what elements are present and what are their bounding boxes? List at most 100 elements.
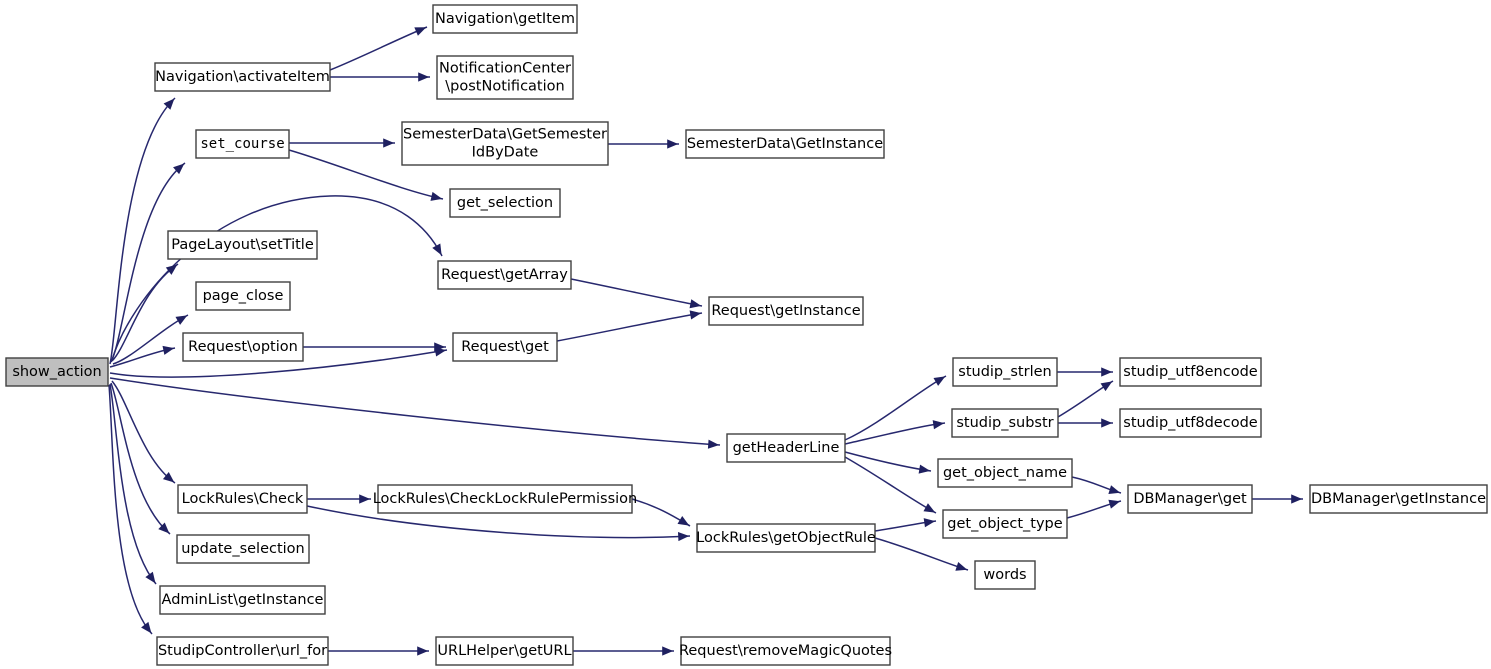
node-page_close[interactable]: page_close	[195, 281, 291, 311]
node-set_course[interactable]: set_course	[195, 129, 290, 159]
node-box[interactable]	[1309, 484, 1488, 514]
call-edge	[288, 149, 444, 201]
node-box[interactable]	[5, 357, 109, 387]
arrowhead-icon	[1101, 418, 1113, 428]
call-edge	[608, 139, 679, 149]
arrowhead-icon	[430, 191, 443, 201]
node-lockrules_check[interactable]: LockRules\Check	[177, 484, 308, 514]
node-studip_substr[interactable]: studip_substr	[951, 408, 1059, 438]
node-urlhelper_geturl[interactable]: URLHelper\getURL	[435, 636, 574, 666]
node-box[interactable]	[436, 55, 574, 100]
node-get_selection[interactable]: get_selection	[449, 188, 561, 218]
node-label: Request\option	[188, 339, 298, 355]
arrowhead-icon	[417, 646, 429, 656]
node-sem_getinstance[interactable]: SemesterData\GetInstance	[685, 129, 885, 159]
node-box[interactable]	[974, 560, 1036, 590]
node-box[interactable]	[1127, 484, 1253, 514]
arrowhead-icon	[162, 345, 175, 355]
call-edge	[570, 278, 703, 309]
arrowhead-icon	[923, 503, 936, 513]
node-box[interactable]	[951, 408, 1059, 438]
node-box[interactable]	[156, 636, 329, 666]
node-lockrules_getobjectrule[interactable]: LockRules\getObjectRule	[696, 523, 876, 553]
arrowhead-icon	[933, 376, 946, 386]
node-request_getarray[interactable]: Request\getArray	[437, 260, 572, 290]
node-label: get_object_name	[943, 465, 1067, 481]
node-studipcontroller_urlfor[interactable]: StudipController\url_for	[156, 636, 329, 666]
node-notif_post[interactable]: NotificationCenter \postNotification	[436, 55, 574, 100]
node-words[interactable]: words	[974, 560, 1036, 590]
node-request_option[interactable]: Request\option	[182, 332, 304, 362]
arrowhead-icon	[173, 163, 185, 175]
arrowhead-icon	[163, 98, 175, 110]
arrowhead-icon	[932, 420, 945, 430]
node-label: IdByDate	[472, 145, 539, 161]
edges-layer	[108, 26, 1303, 656]
arrowhead-icon	[689, 299, 702, 309]
node-box[interactable]	[195, 129, 290, 159]
arrowhead-icon	[414, 27, 427, 36]
arrowhead-icon	[667, 139, 679, 149]
node-request_get[interactable]: Request\get	[452, 332, 558, 362]
node-getheaderline[interactable]: getHeaderLine	[726, 433, 846, 463]
node-label: StudipController\url_for	[158, 643, 327, 659]
node-lockrules_checkperm[interactable]: LockRules\CheckLockRulePermission	[373, 484, 638, 514]
node-box[interactable]	[685, 129, 885, 159]
node-update_selection[interactable]: update_selection	[176, 534, 310, 564]
node-box[interactable]	[1119, 408, 1262, 438]
call-edge	[1058, 418, 1113, 428]
node-box[interactable]	[937, 458, 1073, 488]
node-box[interactable]	[182, 332, 304, 362]
node-label: LockRules\CheckLockRulePermission	[373, 491, 638, 507]
node-box[interactable]	[452, 332, 558, 362]
node-dbmanager_getinstance[interactable]: DBManager\getInstance	[1309, 484, 1488, 514]
node-box[interactable]	[696, 523, 876, 553]
node-box[interactable]	[154, 62, 331, 92]
node-show_action[interactable]: show_action	[5, 357, 109, 387]
node-box[interactable]	[449, 188, 561, 218]
call-edge	[109, 377, 721, 449]
node-request_getinstance[interactable]: Request\getInstance	[708, 296, 864, 326]
node-get_object_type[interactable]: get_object_type	[942, 509, 1068, 539]
node-nav_activate[interactable]: Navigation\activateItem	[154, 62, 331, 92]
call-edge	[307, 494, 371, 504]
node-label: NotificationCenter	[439, 61, 571, 77]
node-box[interactable]	[195, 281, 291, 311]
node-label: \postNotification	[445, 79, 564, 95]
node-label: Request\removeMagicQuotes	[679, 643, 892, 659]
node-box[interactable]	[680, 636, 891, 666]
node-studip_utf8decode[interactable]: studip_utf8decode	[1119, 408, 1262, 438]
node-studip_strlen[interactable]: studip_strlen	[952, 357, 1058, 387]
node-get_object_name[interactable]: get_object_name	[937, 458, 1073, 488]
node-box[interactable]	[167, 230, 318, 260]
call-edge	[109, 97, 176, 365]
arrowhead-icon	[158, 522, 170, 534]
node-box[interactable]	[377, 484, 633, 514]
call-edge	[329, 26, 428, 71]
node-box[interactable]	[726, 433, 846, 463]
node-box[interactable]	[1119, 357, 1262, 387]
call-edge	[112, 314, 189, 365]
call-edge	[844, 420, 946, 445]
node-request_removemagic[interactable]: Request\removeMagicQuotes	[679, 636, 892, 666]
node-pagelayout_settitle[interactable]: PageLayout\setTitle	[167, 230, 318, 260]
node-box[interactable]	[159, 585, 326, 615]
node-box[interactable]	[177, 484, 308, 514]
node-box[interactable]	[708, 296, 864, 326]
arrowhead-icon	[923, 518, 936, 528]
node-adminlist_getinstance[interactable]: AdminList\getInstance	[159, 585, 326, 615]
node-box[interactable]	[435, 636, 574, 666]
node-nav_getitem[interactable]: Navigation\getItem	[432, 4, 578, 34]
node-box[interactable]	[952, 357, 1058, 387]
call-edge	[111, 380, 176, 484]
node-dbmanager_get[interactable]: DBManager\get	[1127, 484, 1253, 514]
node-label: studip_utf8encode	[1123, 364, 1257, 380]
node-studip_utf8encode[interactable]: studip_utf8encode	[1119, 357, 1262, 387]
node-box[interactable]	[401, 121, 609, 166]
node-box[interactable]	[176, 534, 310, 564]
node-box[interactable]	[432, 4, 578, 34]
node-box[interactable]	[942, 509, 1068, 539]
node-box[interactable]	[437, 260, 572, 290]
